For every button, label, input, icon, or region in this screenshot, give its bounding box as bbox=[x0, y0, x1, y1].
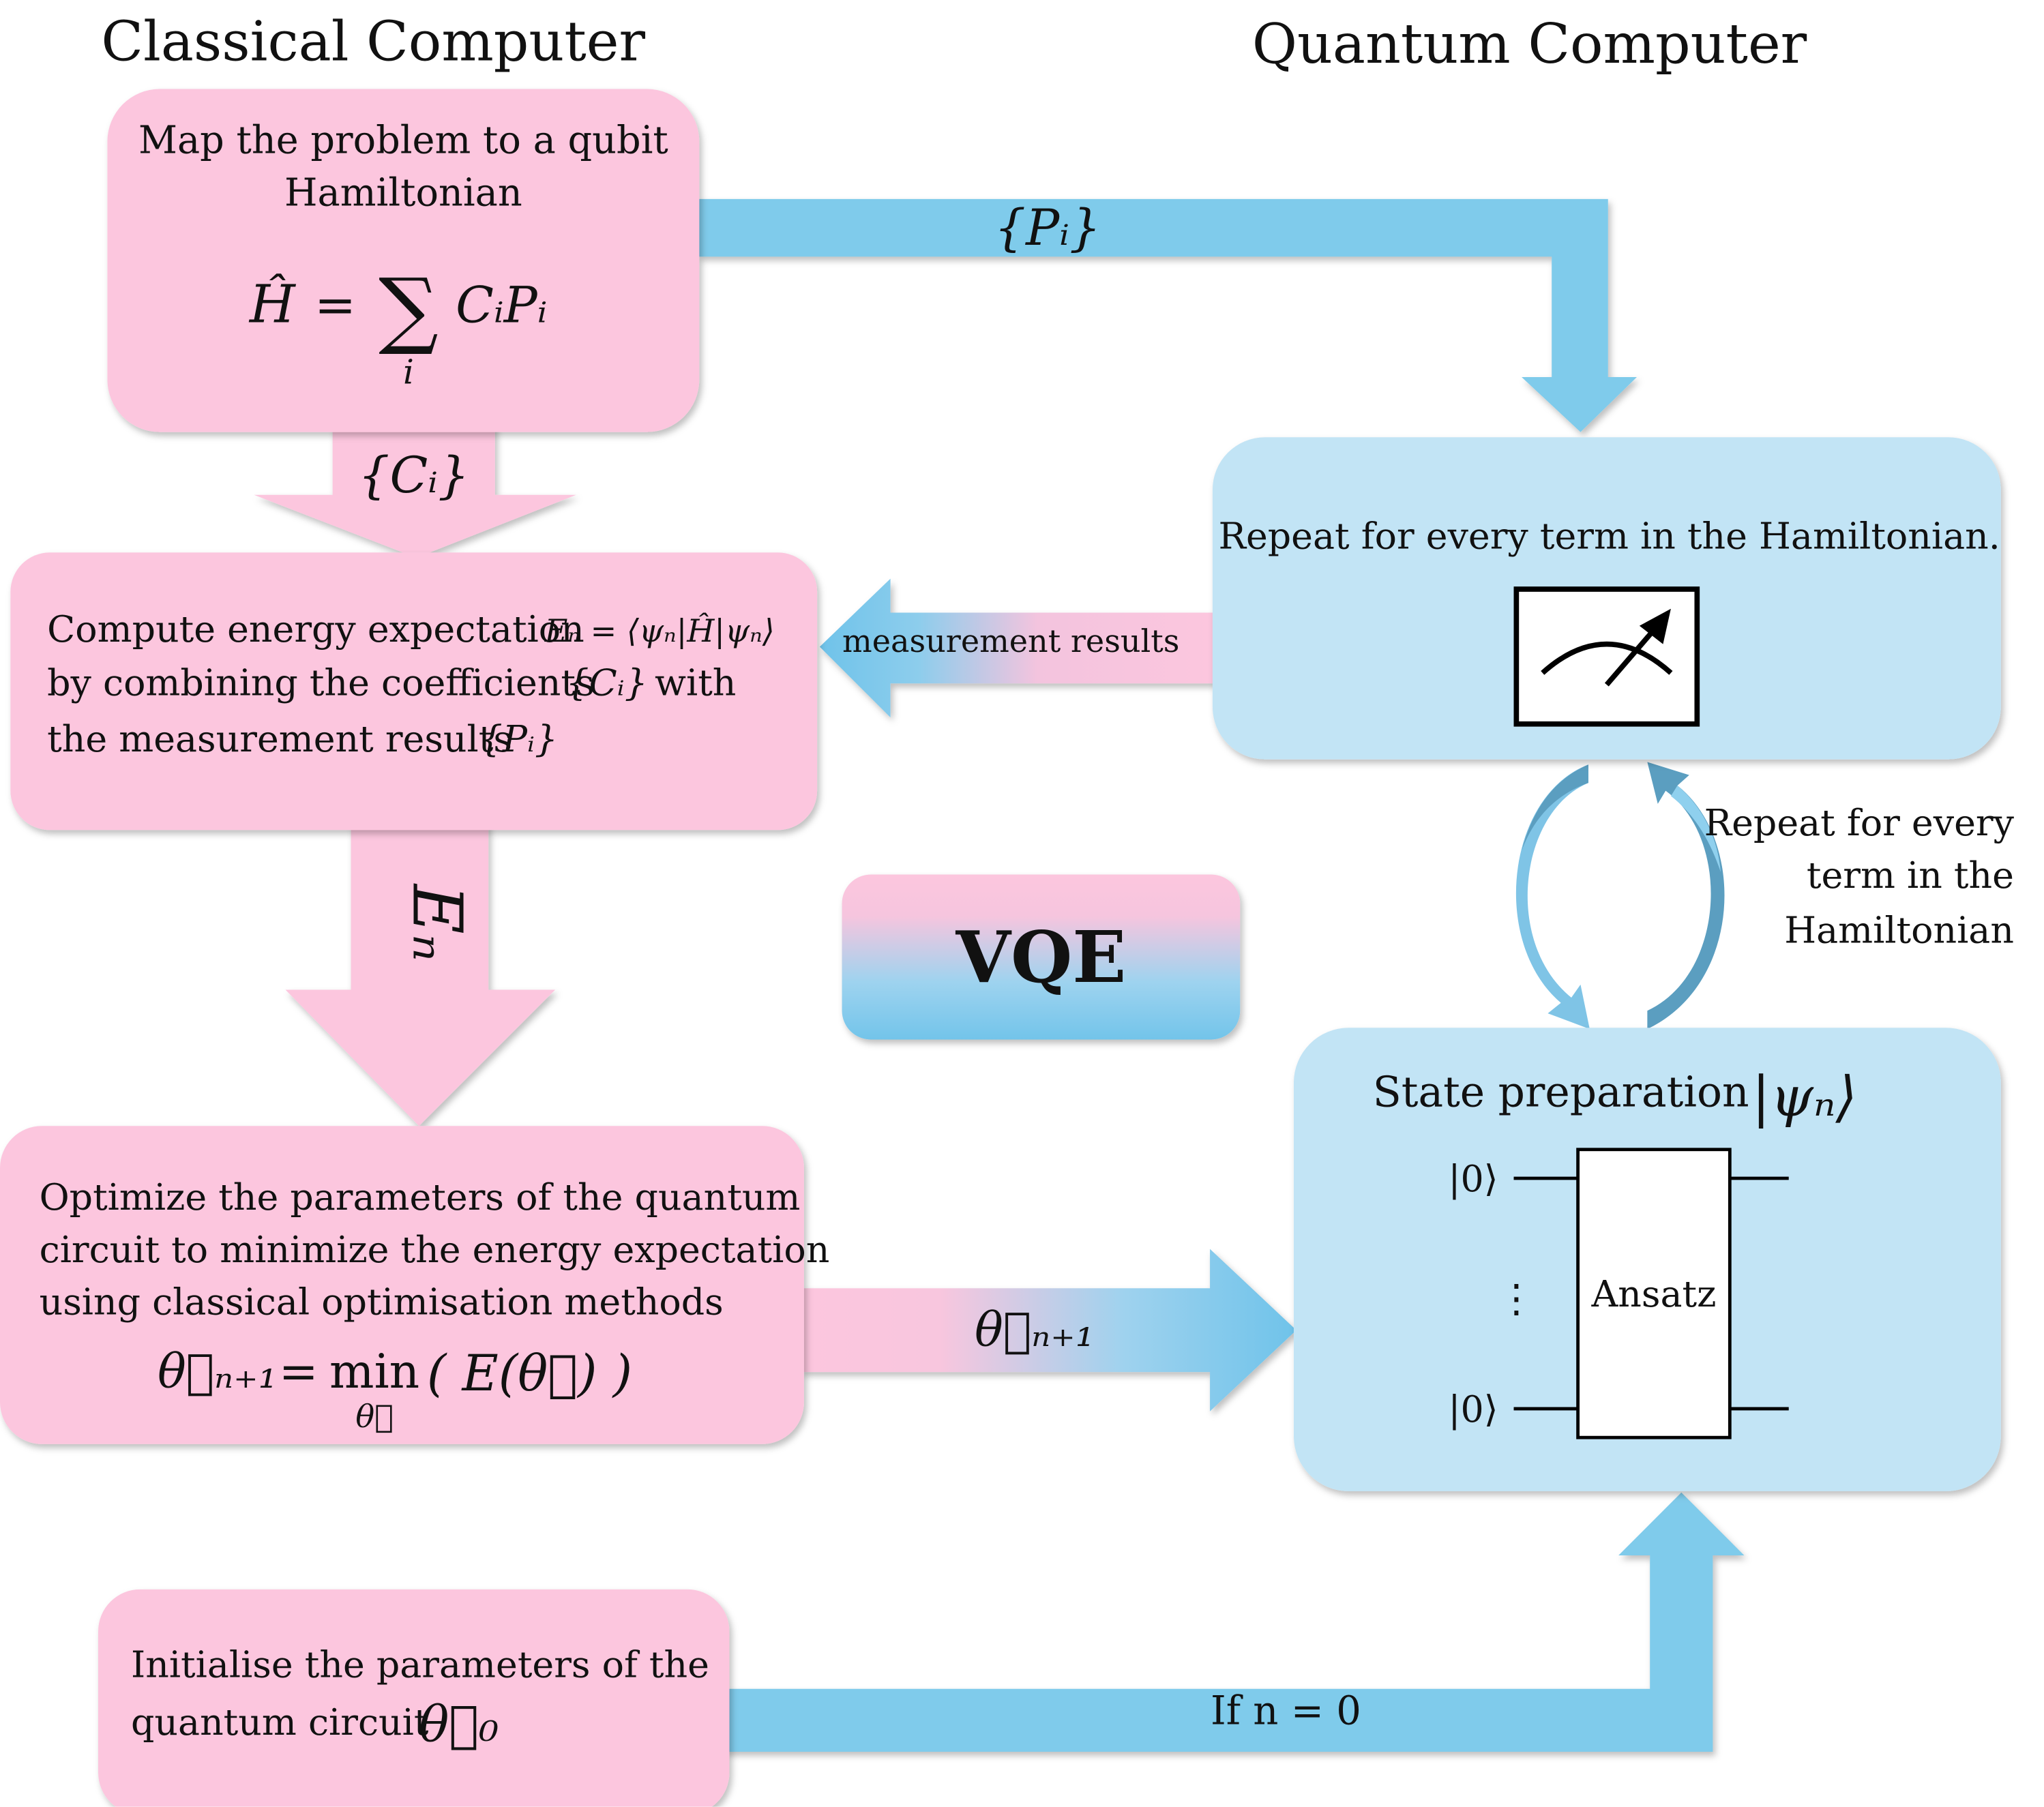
ansatz-circuit: Ansatz |0⟩ ⋮ |0⟩ bbox=[1448, 1148, 1789, 1439]
sum-index: i bbox=[403, 353, 414, 392]
theta-next-arrow bbox=[801, 1249, 1297, 1412]
energy-expectation-formula: Eₙ = ⟨ψₙ|Ĥ|ψₙ⟩ bbox=[544, 612, 775, 649]
optimize-equals: = bbox=[279, 1345, 319, 1399]
initialise-box: Initialise the parameters of the quantum… bbox=[98, 1589, 730, 1807]
pauli-strings-label: {Pᵢ} bbox=[994, 199, 1101, 257]
qubit-top-label: |0⟩ bbox=[1448, 1157, 1498, 1200]
measurement-results-set: {Pᵢ} bbox=[479, 717, 558, 760]
map-problem-line1: Map the problem to a qubit bbox=[138, 119, 668, 163]
loop-label-line1: Repeat for every bbox=[1704, 801, 2015, 844]
min-subscript: θ⃗ bbox=[355, 1398, 393, 1435]
hamiltonian-symbol: Ĥ bbox=[248, 273, 297, 335]
if-n-zero-label: If n = 0 bbox=[1211, 1688, 1361, 1734]
optimize-line3: using classical optimisation methods bbox=[40, 1281, 724, 1324]
optimize-box: Optimize the parameters of the quantum c… bbox=[0, 1126, 829, 1444]
compute-energy-box: Compute energy expectation Eₙ = ⟨ψₙ|Ĥ|ψₙ… bbox=[10, 552, 818, 831]
theta-zero-symbol: θ⃗₀ bbox=[419, 1696, 499, 1754]
vqe-badge: VQE bbox=[842, 874, 1241, 1040]
pauli-strings-arrow bbox=[698, 198, 1637, 432]
optimize-line2: circuit to minimize the energy expectati… bbox=[40, 1228, 830, 1271]
meter-icon bbox=[1513, 586, 1700, 727]
sum-symbol: ∑ bbox=[379, 260, 439, 357]
energy-arrow bbox=[285, 822, 556, 1126]
loop-label-line2: term in the bbox=[1807, 854, 2014, 897]
energy-function: ( E(θ⃗) ) bbox=[427, 1345, 632, 1403]
map-problem-line2: Hamiltonian bbox=[284, 170, 522, 215]
energy-label: Eₙ bbox=[398, 883, 477, 961]
ansatz-gate bbox=[1576, 1148, 1732, 1439]
map-problem-box: Map the problem to a qubit Hamiltonian Ĥ… bbox=[107, 89, 700, 432]
compute-energy-line1: Compute energy expectation bbox=[47, 608, 584, 651]
theta-next-label: θ⃗ₙ₊₁ bbox=[975, 1303, 1094, 1358]
loop-arrow-up-highlight bbox=[1670, 786, 1721, 872]
theta-next-symbol: θ⃗ₙ₊₁ bbox=[158, 1345, 277, 1399]
compute-energy-line2: by combining the coefficients bbox=[47, 661, 594, 704]
ansatz-label: Ansatz bbox=[1590, 1272, 1716, 1315]
qubit-bottom-label: |0⟩ bbox=[1448, 1388, 1498, 1431]
optimize-line1: Optimize the parameters of the quantum bbox=[40, 1176, 801, 1219]
hamiltonian-equals: = bbox=[314, 276, 356, 334]
quantum-computer-heading: Quantum Computer bbox=[1252, 12, 1807, 76]
loop-arrow-down bbox=[1515, 764, 1590, 1030]
compute-energy-line3: the measurement results bbox=[47, 717, 512, 760]
initialise-line1: Initialise the parameters of the bbox=[131, 1643, 709, 1686]
coefficients-set: {Cᵢ} bbox=[565, 661, 647, 704]
state-preparation-box: State preparation |ψₙ⟩ Ansatz |0⟩ ⋮ |0⟩ bbox=[1293, 1028, 2001, 1491]
min-operator: min bbox=[329, 1345, 419, 1399]
vqe-badge-label: VQE bbox=[956, 916, 1127, 999]
coefficients-arrow bbox=[254, 421, 576, 558]
qubit-dots: ⋮ bbox=[1497, 1276, 1537, 1321]
initialise-line2: quantum circuit bbox=[131, 1701, 429, 1744]
loop-label-line3: Hamiltonian bbox=[1784, 908, 2014, 951]
compute-energy-line2-tail: with bbox=[655, 661, 736, 704]
measurement-box: Repeat for every term in the Hamiltonian… bbox=[1212, 437, 2001, 760]
measurement-box-text: Repeat for every term in the Hamiltonian… bbox=[1219, 514, 2000, 557]
loop-arrow-down-shade bbox=[1522, 764, 1588, 851]
measurement-results-label: measurement results bbox=[842, 623, 1179, 659]
initial-params-arrow bbox=[724, 1492, 1745, 1752]
hamiltonian-terms: CᵢPᵢ bbox=[456, 276, 547, 334]
state-ket: |ψₙ⟩ bbox=[1751, 1065, 1857, 1129]
state-preparation-title: State preparation bbox=[1373, 1068, 1749, 1116]
loop-arrows bbox=[1515, 762, 1725, 1030]
measurement-results-arrow bbox=[819, 578, 1215, 718]
coefficients-label: {Cᵢ} bbox=[358, 447, 469, 505]
classical-computer-heading: Classical Computer bbox=[101, 10, 645, 74]
